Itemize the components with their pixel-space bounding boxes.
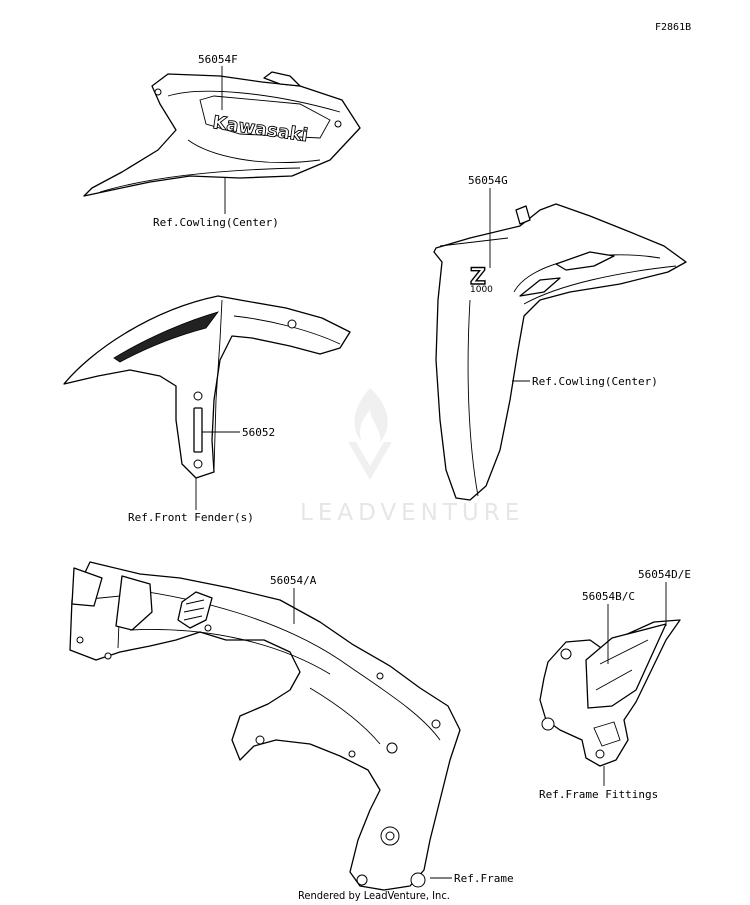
cowling-center-upper-part (83, 71, 361, 197)
callout-56054de[interactable]: 56054D/E (638, 568, 691, 581)
callout-56054bc[interactable]: 56054B/C (582, 590, 635, 603)
callout-56054f[interactable]: 56054F (198, 53, 238, 66)
leadventure-watermark-logo (348, 388, 392, 480)
frame-fitting-part (539, 619, 681, 767)
z-decal: Z (470, 265, 486, 290)
z-decal-number: 1000 (470, 285, 493, 295)
front-fender-part (63, 295, 351, 479)
frame-part (69, 561, 461, 891)
diagram-code: F2861B (655, 22, 691, 33)
callout-ref-frame[interactable]: Ref.Frame (454, 872, 514, 885)
callout-56054a[interactable]: 56054/A (270, 574, 317, 587)
callout-56054g[interactable]: 56054G (468, 174, 508, 187)
callout-ref-front-fender[interactable]: Ref.Front Fender(s) (128, 511, 254, 524)
callout-ref-frame-fittings[interactable]: Ref.Frame Fittings (539, 788, 658, 801)
callout-ref-cowling-center-1[interactable]: Ref.Cowling(Center) (153, 216, 279, 229)
watermark-text: LEADVENTURE (300, 500, 524, 526)
callout-56052[interactable]: 56052 (242, 426, 275, 439)
cowling-center-side-part (433, 203, 687, 501)
footer-credit: Rendered by LeadVenture, Inc. (298, 889, 450, 902)
callout-ref-cowling-center-2[interactable]: Ref.Cowling(Center) (532, 375, 658, 388)
